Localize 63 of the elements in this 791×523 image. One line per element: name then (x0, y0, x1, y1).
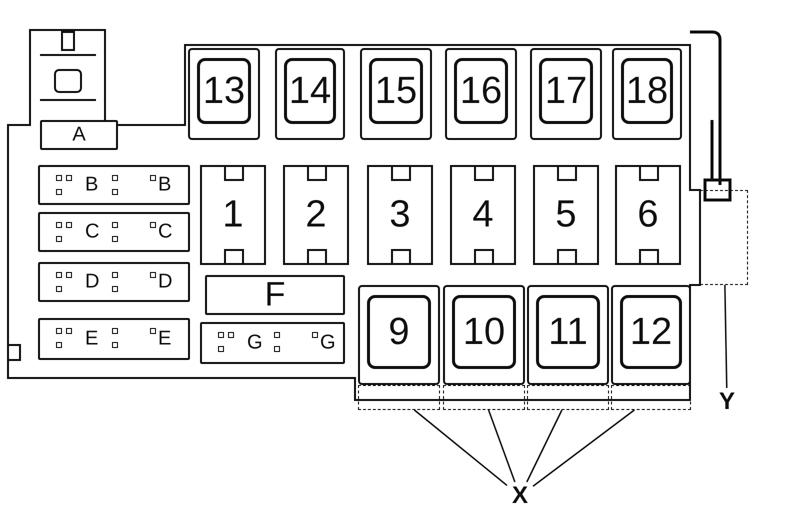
dashed-outline (443, 385, 525, 410)
relay-socket (360, 48, 432, 140)
socket-number: 11 (547, 310, 589, 354)
relay-socket (611, 285, 691, 385)
relay-socket (283, 165, 349, 265)
leader-line (532, 409, 635, 487)
leader-line (488, 410, 516, 482)
socket-number: 6 (636, 194, 660, 236)
fuse-holder (38, 165, 190, 205)
leader-line (724, 284, 728, 388)
fuse-letter: A (71, 124, 87, 146)
relay-socket (358, 285, 440, 385)
relay-socket (530, 48, 602, 140)
leader-line (414, 409, 508, 486)
relay-socket (612, 48, 682, 140)
fuse-holder (38, 262, 190, 302)
callout-letter: Y (714, 388, 740, 414)
dashed-outline (700, 190, 748, 285)
relay-socket (450, 165, 516, 265)
fuse-holder (205, 275, 345, 315)
socket-number: 4 (471, 194, 495, 236)
fuse-letter: E (158, 328, 172, 350)
fuse-holder (38, 212, 190, 252)
socket-number: 9 (387, 310, 411, 354)
fuse-letter: B (158, 174, 172, 196)
socket-number: 1 (221, 194, 245, 236)
socket-number: 15 (374, 70, 418, 113)
relay-socket (527, 285, 609, 385)
callout-letter: X (507, 482, 533, 510)
fuse-letter: D (158, 270, 172, 294)
fuse-letter: E (85, 328, 98, 350)
fuse-letter: C (85, 220, 100, 244)
socket-number: 16 (458, 70, 504, 113)
leader-line (526, 410, 563, 482)
socket-number: 17 (544, 70, 588, 113)
relay-socket (615, 165, 681, 265)
relay-socket (533, 165, 599, 265)
fuse-holder (200, 322, 345, 364)
socket-number: 14 (288, 70, 332, 113)
dashed-outline (527, 385, 609, 410)
dashed-outline (358, 385, 440, 410)
socket-number: 10 (462, 310, 506, 354)
socket-number: 5 (554, 194, 578, 236)
fuse-holder (40, 120, 118, 150)
socket-number: 3 (388, 194, 412, 236)
socket-number: 13 (202, 70, 246, 113)
relay-socket (275, 48, 345, 140)
fuse-letter: B (85, 174, 98, 196)
relay-socket (367, 165, 433, 265)
relay-socket (200, 165, 266, 265)
relay-socket (188, 48, 260, 140)
relay-socket (445, 48, 517, 140)
fuse-letter: D (85, 270, 100, 294)
fuse-holder (38, 318, 190, 360)
dashed-outline (611, 385, 691, 410)
fuse-letter: C (158, 220, 172, 244)
relay-socket (443, 285, 525, 385)
fuse-letter: G (247, 332, 263, 354)
socket-number: 18 (624, 70, 670, 113)
fuse-letter: F (264, 276, 286, 314)
socket-number: 2 (304, 194, 328, 236)
socket-number: 12 (628, 310, 674, 354)
fuse-letter: G (320, 332, 336, 354)
